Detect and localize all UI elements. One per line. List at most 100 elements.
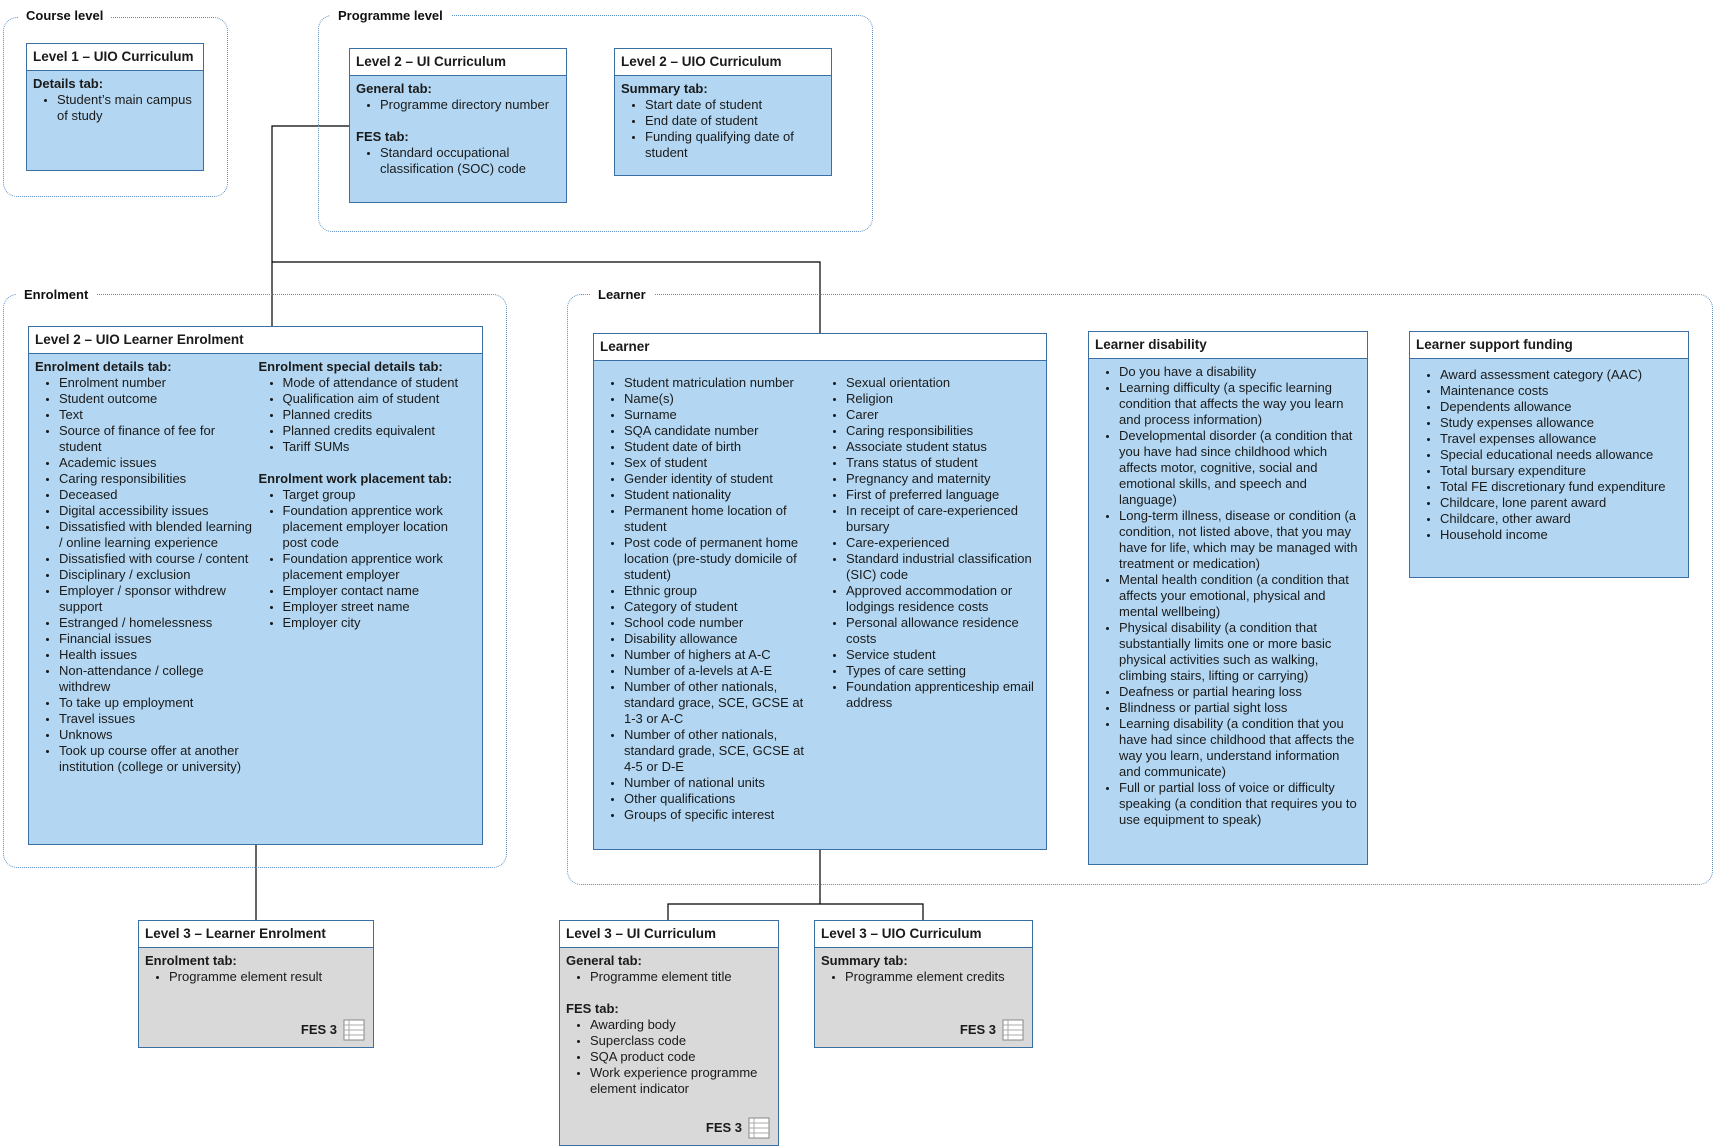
- list-item: Total bursary expenditure: [1440, 463, 1682, 479]
- list-item: Permanent home location of student: [624, 503, 818, 535]
- list-item: Number of other nationals, standard grad…: [624, 727, 818, 775]
- list-item: School code number: [624, 615, 818, 631]
- box-level2-learner-enrolment: Level 2 – UIO Learner Enrolment Enrolmen…: [28, 326, 483, 845]
- box-level2-ui-curriculum: Level 2 – UI Curriculum General tab: Pro…: [349, 48, 567, 203]
- list-item: Caring responsibilities: [846, 423, 1040, 439]
- fes-text: FES 3: [959, 1022, 996, 1037]
- disability-list: Do you have a disabilityLearning difficu…: [1095, 364, 1361, 828]
- list-item: Digital accessibility issues: [59, 503, 253, 519]
- list-item: Full or partial loss of voice or difficu…: [1119, 780, 1361, 828]
- box-title: Level 2 – UIO Curriculum: [615, 49, 831, 76]
- list-item: Employer street name: [283, 599, 477, 615]
- list-item: Dissatisfied with course / content: [59, 551, 253, 567]
- column-1: Enrolment details tab: Enrolment numberS…: [35, 359, 259, 775]
- list-item: Source of finance of fee for student: [59, 423, 253, 455]
- list-item: Approved accommodation or lodgings resid…: [846, 583, 1040, 615]
- group-title-learner: Learner: [590, 287, 654, 302]
- list-item: SQA candidate number: [624, 423, 818, 439]
- list-item: Gender identity of student: [624, 471, 818, 487]
- list-item: Mental health condition (a condition tha…: [1119, 572, 1361, 620]
- list-item: Superclass code: [590, 1033, 772, 1049]
- list-item: Religion: [846, 391, 1040, 407]
- box-level3-ui-curriculum: Level 3 – UI Curriculum General tab: Pro…: [559, 920, 779, 1146]
- enrolment-special-list: Mode of attendance of studentQualificati…: [259, 375, 477, 455]
- list-item: Number of a-levels at A-E: [624, 663, 818, 679]
- section-title: General tab:: [566, 953, 642, 968]
- list-item: Funding qualifying date of student: [645, 129, 825, 161]
- box-level1-uio-curriculum: Level 1 – UIO Curriculum Details tab: St…: [26, 43, 204, 171]
- box-title: Learner disability: [1089, 332, 1367, 359]
- list-item: Pregnancy and maternity: [846, 471, 1040, 487]
- group-learner: [567, 294, 1713, 885]
- section-title: Summary tab:: [821, 953, 908, 968]
- list-item: Text: [59, 407, 253, 423]
- list-item: Programme directory number: [380, 97, 560, 113]
- list-item: Student outcome: [59, 391, 253, 407]
- list-item: Employer contact name: [283, 583, 477, 599]
- list-item: Employer city: [283, 615, 477, 631]
- list-item: Developmental disorder (a condition that…: [1119, 428, 1361, 508]
- list-item: Student date of birth: [624, 439, 818, 455]
- list-item: Student’s main campus of study: [57, 92, 197, 124]
- list-item: Household income: [1440, 527, 1682, 543]
- database-table-icon: [748, 1117, 770, 1139]
- list-item: Childcare, other award: [1440, 511, 1682, 527]
- learner-list-1: Student matriculation numberName(s)Surna…: [600, 375, 818, 823]
- box-learner: Learner Student matriculation numberName…: [593, 333, 1047, 850]
- group-course-level: [3, 17, 228, 197]
- list-item: Deceased: [59, 487, 253, 503]
- column-2: Sexual orientationReligionCarerCaring re…: [822, 375, 1040, 823]
- box-level3-uio-curriculum: Level 3 – UIO Curriculum Summary tab: Pr…: [814, 920, 1033, 1048]
- list-item: Student matriculation number: [624, 375, 818, 391]
- list-item: Associate student status: [846, 439, 1040, 455]
- section-title: Enrolment special details tab:: [258, 359, 443, 374]
- fes-label: FES 3: [706, 1117, 770, 1139]
- box-title: Learner: [594, 334, 1046, 361]
- fes-text: FES 3: [705, 1120, 742, 1135]
- list-item: Planned credits: [283, 407, 477, 423]
- box-level2-uio-curriculum: Level 2 – UIO Curriculum Summary tab: St…: [614, 48, 832, 176]
- section-title: Enrolment work placement tab:: [258, 471, 453, 486]
- section-title: Details tab:: [33, 76, 104, 91]
- list-item: Employer / sponsor withdrew support: [59, 583, 253, 615]
- support-list: Award assessment category (AAC)Maintenan…: [1416, 367, 1682, 543]
- list-item: Non-attendance / college withdrew: [59, 663, 253, 695]
- list-item: Foundation apprenticeship email address: [846, 679, 1040, 711]
- box-learner-disability: Learner disability Do you have a disabil…: [1088, 331, 1368, 865]
- enrolment-details-list: Enrolment numberStudent outcomeTextSourc…: [35, 375, 253, 775]
- list-item: Care-experienced: [846, 535, 1040, 551]
- box-title: Level 1 – UIO Curriculum: [27, 44, 203, 71]
- section-title: Enrolment details tab:: [35, 359, 172, 374]
- list-item: Awarding body: [590, 1017, 772, 1033]
- list-item: Disciplinary / exclusion: [59, 567, 253, 583]
- list-item: Special educational needs allowance: [1440, 447, 1682, 463]
- box-title: Level 3 – UIO Curriculum: [815, 921, 1032, 948]
- list-item: Blindness or partial sight loss: [1119, 700, 1361, 716]
- list-item: Surname: [624, 407, 818, 423]
- list-item: Standard industrial classification (SIC)…: [846, 551, 1040, 583]
- box-title: Level 2 – UIO Learner Enrolment: [29, 327, 482, 354]
- fes-text: FES 3: [300, 1022, 337, 1037]
- list-item: Total FE discretionary fund expenditure: [1440, 479, 1682, 495]
- list-item: Long-term illness, disease or condition …: [1119, 508, 1361, 572]
- list-item: Post code of permanent home location (pr…: [624, 535, 818, 583]
- connector-ui-to-enrolment: [271, 125, 350, 326]
- list-item: Category of student: [624, 599, 818, 615]
- list-item: Trans status of student: [846, 455, 1040, 471]
- list-item: Caring responsibilities: [59, 471, 253, 487]
- connector-l3-split: [667, 903, 924, 920]
- list-item: Tariff SUMs: [283, 439, 477, 455]
- list-item: Academic issues: [59, 455, 253, 471]
- list-item: To take up employment: [59, 695, 253, 711]
- column-1: Student matriculation numberName(s)Surna…: [600, 375, 822, 823]
- column-2: Enrolment special details tab: Mode of a…: [259, 359, 477, 775]
- list-item: Enrolment number: [59, 375, 253, 391]
- list-item: Do you have a disability: [1119, 364, 1361, 380]
- list-item: Learning difficulty (a specific learning…: [1119, 380, 1361, 428]
- list-item: Ethnic group: [624, 583, 818, 599]
- list-item: In receipt of care-experienced bursary: [846, 503, 1040, 535]
- list-item: Estranged / homelessness: [59, 615, 253, 631]
- group-title-course: Course level: [18, 8, 112, 23]
- list-item: Dissatisfied with blended learning / onl…: [59, 519, 253, 551]
- list-item: Service student: [846, 647, 1040, 663]
